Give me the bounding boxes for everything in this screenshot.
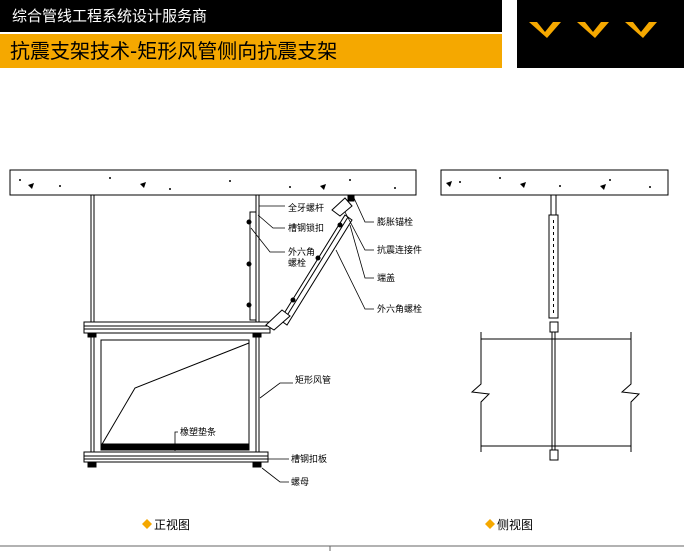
- label-hex-bolt-2: 螺栓: [288, 257, 306, 269]
- side-view-duct: [470, 332, 641, 452]
- label-channel-plate: 槽钢扣板: [291, 453, 327, 465]
- svg-text:XXX: XXX: [591, 49, 612, 59]
- label-threaded-rod: 全牙螺杆: [288, 202, 324, 214]
- label-nut: 螺母: [291, 477, 309, 488]
- upper-channel-beam: [83, 321, 271, 338]
- label-seismic-connector: 抗震连接件: [377, 244, 422, 256]
- label-end-cap: 端盖: [377, 272, 395, 284]
- label-rect-duct: 矩形风管: [295, 374, 331, 386]
- caption-side-view: 侧视图: [497, 517, 533, 532]
- logo: XXX: [517, 0, 684, 68]
- diagonal-brace: [265, 194, 355, 331]
- lower-channel-beam: [83, 451, 269, 468]
- concrete-slab-front: [9, 169, 417, 196]
- logo-mark: XXX: [529, 22, 657, 59]
- label-expansion-anchor: 膨胀锚栓: [377, 216, 413, 228]
- side-view-hanger: [548, 194, 559, 461]
- label-channel-lock: 槽钢锁扣: [288, 222, 324, 234]
- diamond-bullet-icon: [142, 519, 152, 529]
- company-banner: 综合管线工程系统设计服务商: [0, 0, 502, 32]
- page-title: 抗震支架技术-矩形风管侧向抗震支架: [0, 34, 502, 68]
- label-hex-bolt-right: 外六角螺栓: [377, 303, 422, 315]
- label-hex-bolt-1: 外六角: [288, 246, 315, 258]
- diamond-bullet-icon: [485, 519, 495, 529]
- concrete-slab-side: [440, 169, 669, 196]
- caption-front-view: 正视图: [154, 517, 190, 532]
- label-rubber-strip: 橡塑垫条: [180, 426, 216, 438]
